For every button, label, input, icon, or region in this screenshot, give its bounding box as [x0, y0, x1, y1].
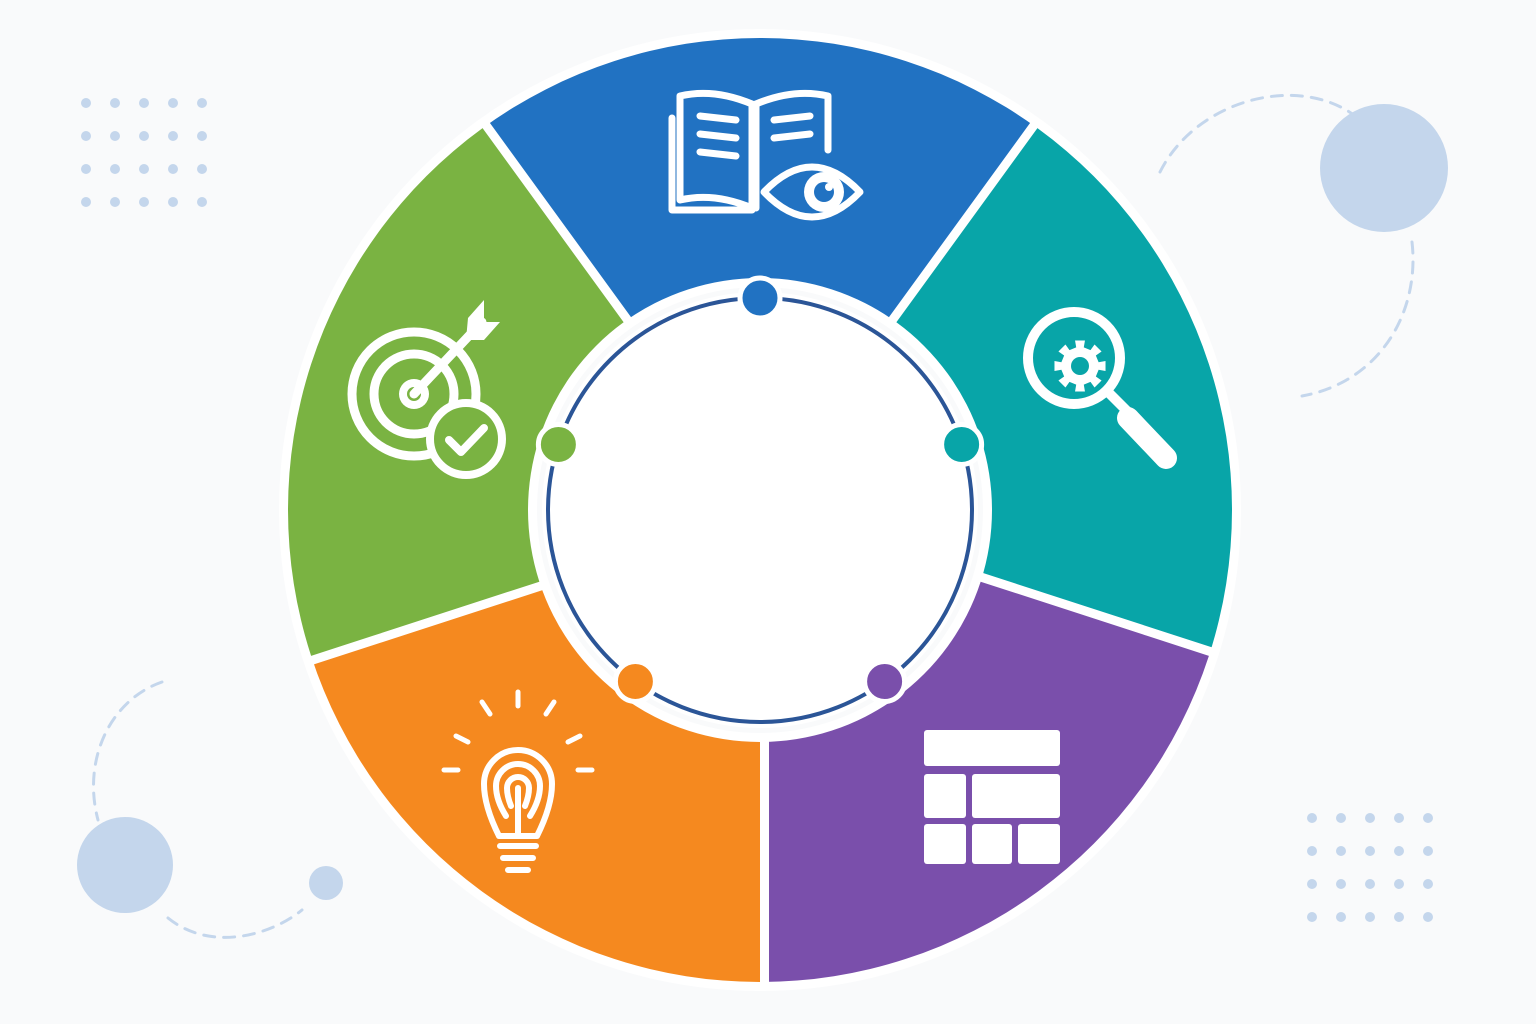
target-check-icon	[347, 300, 506, 479]
deco-dot	[1336, 846, 1346, 856]
deco-dot	[168, 98, 178, 108]
node-read-observe	[737, 275, 783, 321]
deco-dot	[81, 197, 91, 207]
gear-hole	[1071, 357, 1089, 375]
inner-circle	[542, 292, 978, 728]
layout-grid-icon	[924, 730, 1060, 864]
segment-ideate	[302, 572, 769, 991]
deco-dot	[168, 197, 178, 207]
deco-dot	[1423, 912, 1433, 922]
segment-analyze	[887, 119, 1241, 665]
deco-dot	[81, 98, 91, 108]
deco-dot	[1365, 879, 1375, 889]
deco-dot	[1423, 846, 1433, 856]
deco-dot	[1365, 912, 1375, 922]
deco-dot	[1423, 879, 1433, 889]
deco-dot	[139, 98, 149, 108]
deco-dot	[110, 131, 120, 141]
dot-grid-bottom-right	[1307, 813, 1433, 922]
deco-circle-small-left	[309, 866, 343, 900]
deco-dot	[81, 131, 91, 141]
deco-circle-large-right	[1320, 104, 1448, 232]
deco-dot	[1336, 879, 1346, 889]
deco-dot	[168, 131, 178, 141]
deco-dot	[197, 164, 207, 174]
background-decoration	[77, 93, 1448, 939]
deco-dot	[1365, 813, 1375, 823]
deco-dot	[1394, 813, 1404, 823]
deco-dot	[1365, 846, 1375, 856]
segment-read-observe	[473, 29, 1047, 332]
deco-dot	[197, 131, 207, 141]
deco-dot	[139, 131, 149, 141]
deco-dot	[1336, 912, 1346, 922]
magnifier-gear-icon	[1023, 307, 1177, 469]
deco-dot	[1394, 912, 1404, 922]
node-goal	[535, 421, 581, 467]
deco-dot	[197, 98, 207, 108]
deco-dot	[1307, 879, 1317, 889]
lightbulb-icon	[441, 689, 595, 873]
deco-dot	[139, 197, 149, 207]
deco-dot	[1394, 879, 1404, 889]
deco-dot	[1307, 846, 1317, 856]
node-ideate	[612, 659, 658, 705]
deco-circle-large-left	[77, 817, 173, 913]
deco-dot	[1394, 846, 1404, 856]
dashed-arc-left	[92, 680, 304, 939]
deco-dot	[1307, 813, 1317, 823]
deco-dot	[110, 164, 120, 174]
deco-dot	[1307, 912, 1317, 922]
deco-dot	[168, 164, 178, 174]
book-eye-icon	[668, 89, 864, 221]
dashed-arc-right	[1158, 93, 1415, 398]
deco-dot	[110, 98, 120, 108]
deco-dot	[197, 197, 207, 207]
deco-dot	[81, 164, 91, 174]
deco-dot	[139, 164, 149, 174]
deco-dot	[110, 197, 120, 207]
node-analyze	[939, 421, 985, 467]
deco-dot	[1423, 813, 1433, 823]
dot-grid-top-left	[81, 98, 207, 207]
node-plan	[862, 659, 908, 705]
deco-dot	[1336, 813, 1346, 823]
